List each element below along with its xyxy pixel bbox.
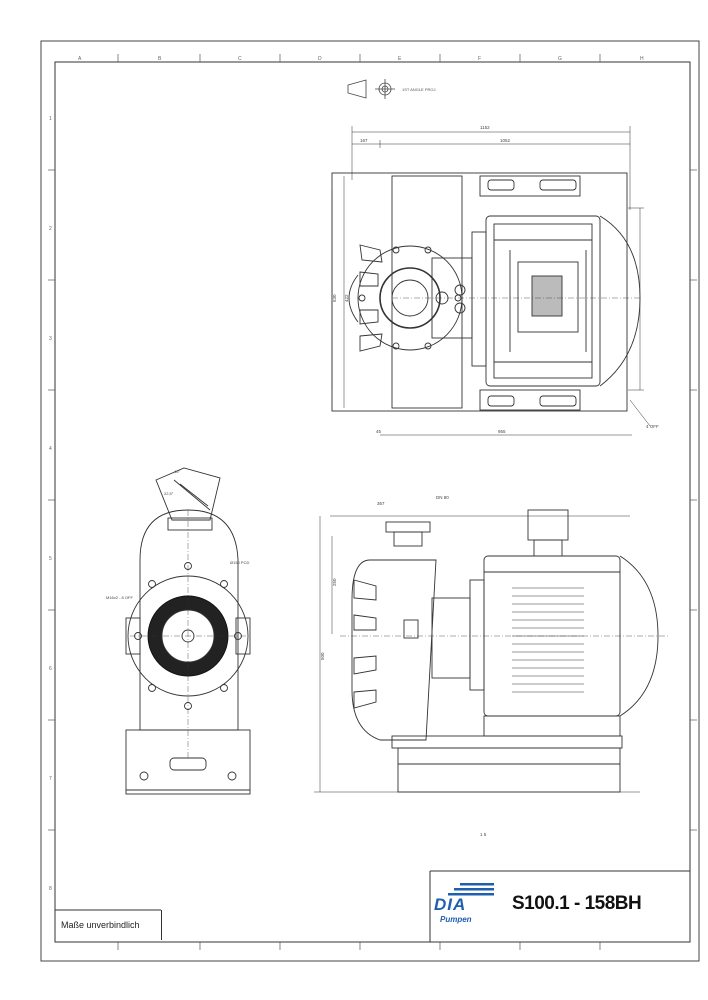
grid-letter: G (558, 56, 562, 62)
svg-text:M16x2 - 8 OFF: M16x2 - 8 OFF (106, 595, 133, 600)
grid-letter: D (318, 56, 322, 62)
logo-subtitle: Pumpen (440, 915, 472, 924)
drawing-canvas: A B C D E F G H 1 2 3 4 5 6 7 8 1ST ANGL… (40, 40, 700, 962)
projection-note: 1ST ANGLE PROJ. (402, 87, 437, 92)
dim-width-inner: 422 (344, 294, 349, 302)
model-number: S100.1 - 158BH (512, 893, 642, 914)
grid-letter: A (78, 56, 82, 62)
inner-frame (54, 61, 691, 943)
dim-overall-length: 1152 (480, 125, 490, 130)
grid-number: 8 (49, 886, 52, 892)
projection-symbol (347, 79, 395, 99)
outer-frame (40, 40, 700, 962)
dim-length: 1052 (500, 138, 511, 143)
logo-word: DIA (434, 895, 467, 914)
dim-small: 45 (376, 429, 382, 434)
end-view-labels: 45° 22,5° Ø150 PCD M16x2 - 8 OFF (106, 469, 249, 600)
svg-text:Ø150 PCD: Ø150 PCD (230, 560, 249, 565)
dim-height: 250 (332, 578, 337, 586)
top-view-dims: 1152 167 1052 530 422 45 955 4 OFF (332, 125, 659, 434)
grid-number: 1 (49, 116, 52, 122)
grid-letters: A B C D E F G H 1 2 3 4 5 6 7 8 (49, 56, 644, 892)
svg-text:22,5°: 22,5° (164, 491, 174, 496)
drawing-sheet: A B C D E F G H 1 2 3 4 5 6 7 8 1ST ANGL… (40, 40, 700, 970)
grid-letter: C (238, 56, 242, 62)
grid-number: 4 (49, 446, 52, 452)
grid-number: 6 (49, 666, 52, 672)
dim-total-height: 500 (320, 652, 325, 660)
top-view (331, 126, 651, 436)
brand-logo: DIA Pumpen (434, 881, 494, 927)
dim-holes: 4 OFF (646, 424, 659, 429)
disclaimer-box: Maße unverbindlich (55, 910, 162, 940)
grid-letter: H (640, 56, 644, 62)
grid-number: 2 (49, 226, 52, 232)
grid-letter: F (478, 56, 481, 62)
logo-stripes (448, 883, 494, 896)
grid-number: 5 (49, 556, 52, 562)
grid-letter: B (158, 56, 162, 62)
dim-suction: 367 (377, 501, 385, 506)
disclaimer-text: Maße unverbindlich (61, 920, 140, 930)
dim-base: 955 (498, 429, 506, 434)
title-block: DIA Pumpen S100.1 - 158BH (430, 871, 690, 941)
end-view (125, 467, 251, 795)
grid-letter: E (398, 56, 402, 62)
title-block-frame (55, 870, 690, 942)
grid-number: 7 (49, 776, 52, 782)
side-view-dims: 367 DN 80 250 500 1 5 (320, 495, 487, 837)
dim-flange: DN 80 (436, 495, 449, 500)
side-view (314, 509, 670, 793)
svg-text:45°: 45° (174, 469, 180, 474)
dim-centre: 1 5 (480, 832, 487, 837)
grid-ticks (48, 54, 697, 950)
dim-width: 530 (332, 294, 337, 302)
grid-number: 3 (49, 336, 52, 342)
dim-offset: 167 (360, 138, 368, 143)
